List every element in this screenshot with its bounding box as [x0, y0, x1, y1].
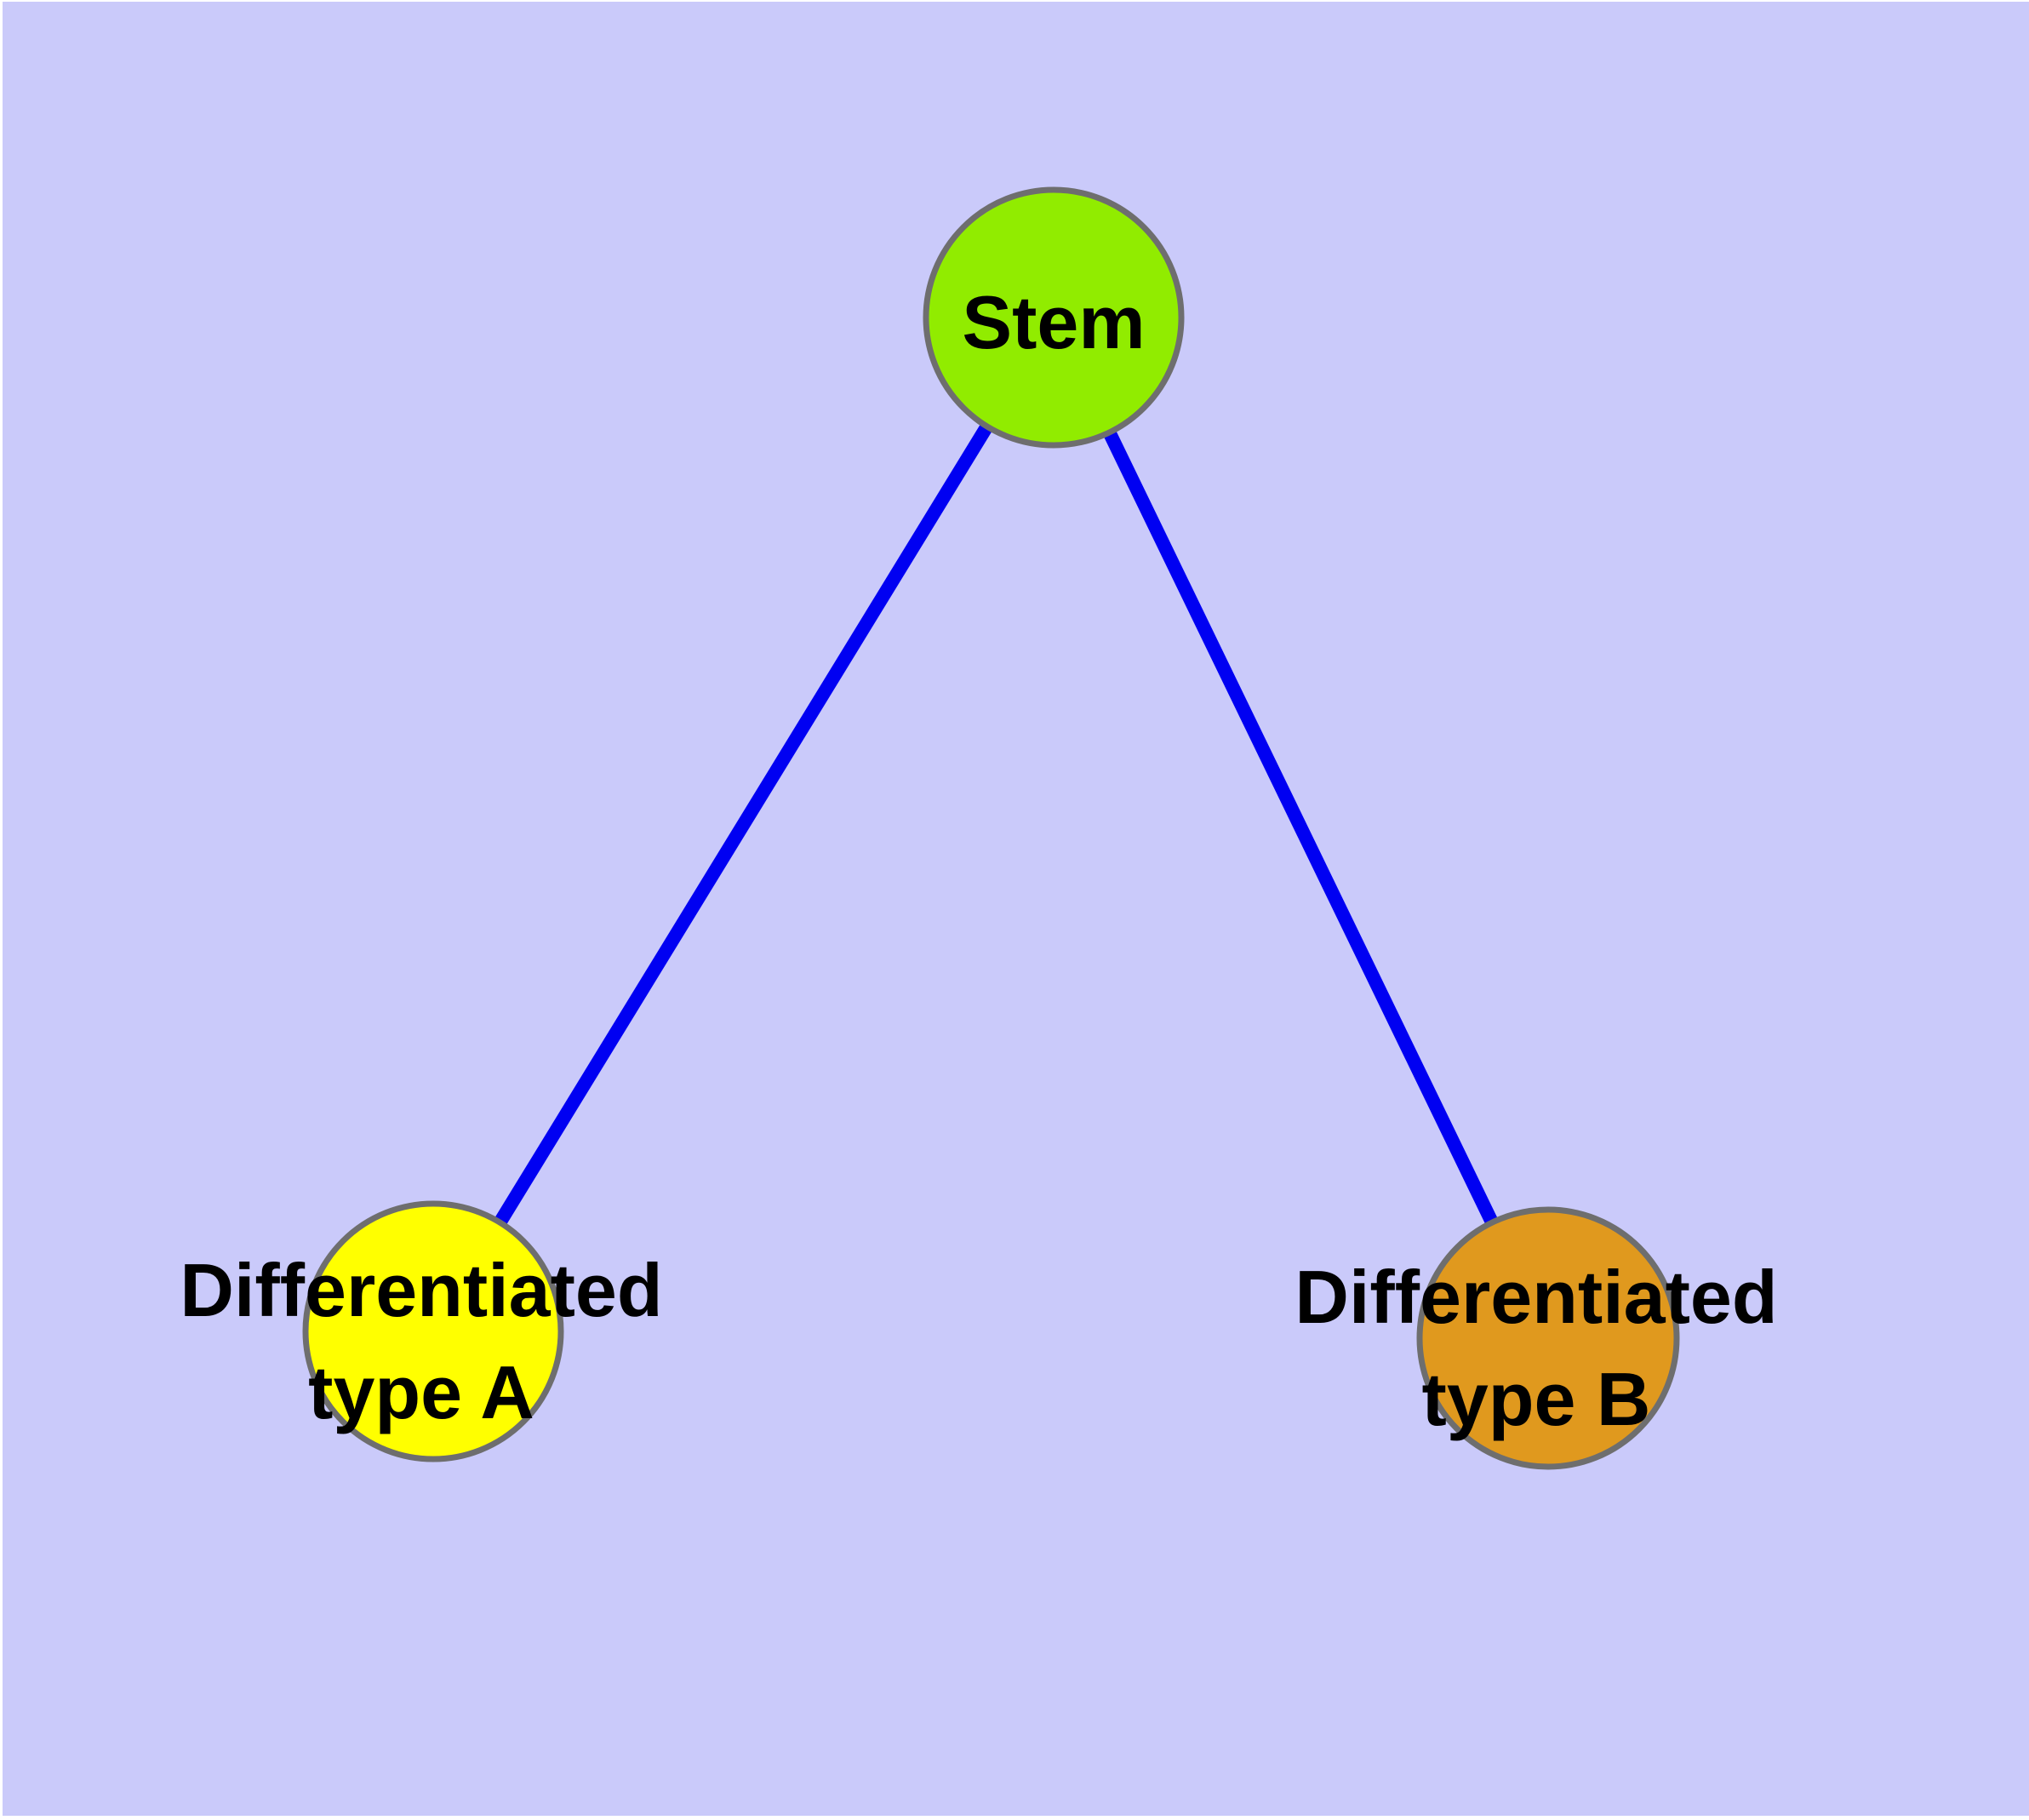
node-stem-label: Stem [962, 280, 1145, 364]
node-type-b-label-line1: Differentiated [1295, 1255, 1777, 1339]
node-type-a-label-line1: Differentiated [180, 1248, 662, 1332]
node-type-a-label-line2: type A [308, 1350, 534, 1434]
node-type-b-label-line2: type B [1422, 1357, 1651, 1441]
node-stem [923, 186, 1185, 449]
node-differentiated-type-a [302, 1200, 564, 1462]
edge-stem-to-type-b [1047, 314, 1555, 1342]
node-differentiated-type-b [1416, 1206, 1680, 1470]
edge-stem-to-type-a [427, 313, 1060, 1336]
